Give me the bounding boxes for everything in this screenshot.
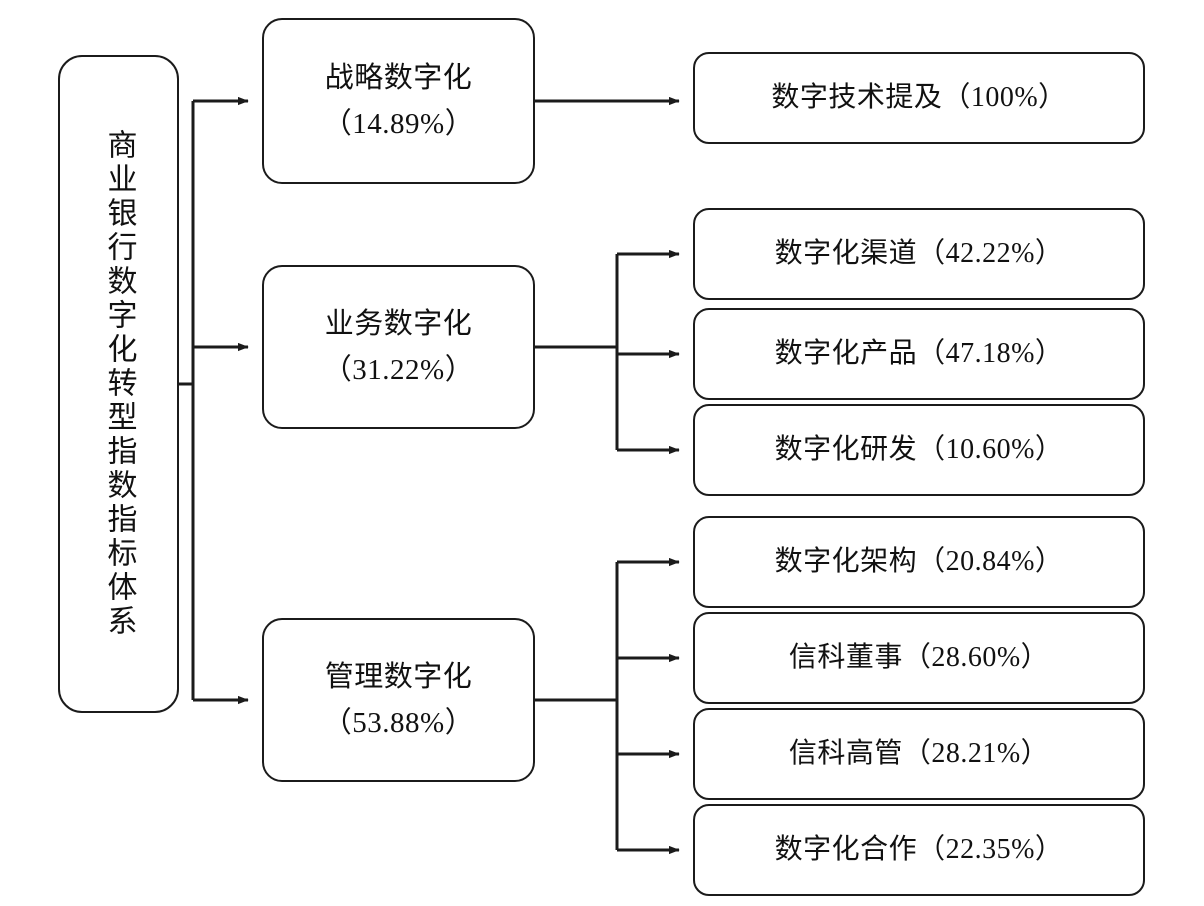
node-it-director[interactable]: 信科董事（28.60%） (693, 612, 1145, 704)
node-business-line1: 业务数字化 (324, 307, 473, 340)
node-digital-technology-mention[interactable]: 数字技术提及（100%） (693, 52, 1145, 144)
node-rnd-label: 数字化研发（10.60%） (774, 434, 1064, 466)
node-digital-channel[interactable]: 数字化渠道（42.22%） (693, 208, 1145, 300)
node-product-label: 数字化产品（47.18%） (774, 338, 1064, 370)
node-business-digitization[interactable]: 业务数字化 （31.22%） (262, 265, 535, 429)
node-it-executive[interactable]: 信科高管（28.21%） (693, 708, 1145, 800)
node-strategy-digitization[interactable]: 战略数字化 （14.89%） (262, 18, 535, 184)
node-channel-label: 数字化渠道（42.22%） (774, 238, 1064, 270)
node-digital-product[interactable]: 数字化产品（47.18%） (693, 308, 1145, 400)
node-manage-label: 管理数字化 （53.88%） (323, 654, 474, 747)
node-strategy-line2: （14.89%） (322, 108, 475, 140)
node-manage-line1: 管理数字化 (324, 660, 473, 693)
node-root[interactable]: 商业银行数字化转型指数指标体系 (58, 55, 179, 713)
node-digital-rnd[interactable]: 数字化研发（10.60%） (693, 404, 1145, 496)
node-strategy-label: 战略数字化 （14.89%） (323, 55, 474, 148)
node-dir-label: 信科董事（28.60%） (788, 642, 1050, 674)
node-digital-cooperation[interactable]: 数字化合作（22.35%） (693, 804, 1145, 896)
node-arch-label: 数字化架构（20.84%） (774, 546, 1064, 578)
node-root-label: 商业银行数字化转型指数指标体系 (102, 129, 136, 639)
node-management-digitization[interactable]: 管理数字化 （53.88%） (262, 618, 535, 782)
node-digital-architecture[interactable]: 数字化架构（20.84%） (693, 516, 1145, 608)
node-manage-line2: （53.88%） (322, 707, 475, 739)
node-coop-label: 数字化合作（22.35%） (774, 834, 1064, 866)
node-strategy-line1: 战略数字化 (324, 61, 473, 94)
node-tech-label: 数字技术提及（100%） (771, 82, 1067, 114)
node-business-label: 业务数字化 （31.22%） (323, 301, 474, 394)
node-exec-label: 信科高管（28.21%） (788, 738, 1050, 770)
node-business-line2: （31.22%） (322, 354, 475, 386)
